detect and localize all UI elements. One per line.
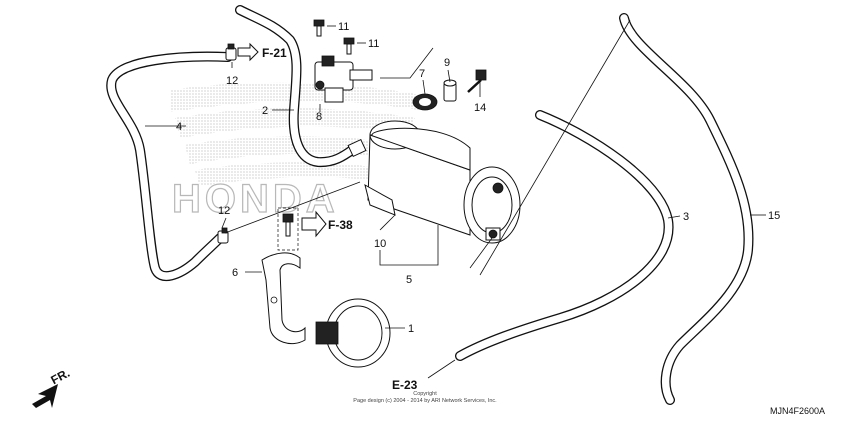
hose-4[interactable] (106, 51, 233, 282)
bolt-f38[interactable] (277, 207, 299, 251)
callout-5: 5 (406, 274, 412, 286)
clip-12-b[interactable] (217, 227, 229, 244)
callout-12-b: 12 (218, 205, 230, 217)
grommet-7[interactable] (412, 93, 438, 111)
callout-1: 1 (408, 323, 414, 335)
callout-12-a: 12 (226, 75, 238, 87)
callout-8: 8 (316, 111, 322, 123)
callout-6: 6 (232, 267, 238, 279)
front-direction-label: FR. (48, 366, 72, 387)
callout-7: 7 (419, 68, 425, 80)
callout-10: 10 (374, 238, 386, 250)
f21-arrow (237, 42, 259, 62)
copyright-line-1: Copyright (413, 391, 437, 397)
callout-14: 14 (474, 102, 486, 114)
callout-11-a: 11 (338, 21, 349, 33)
bolt-11-b[interactable] (343, 37, 355, 55)
purge-solenoid-valve[interactable] (314, 55, 373, 103)
hose-15[interactable] (619, 13, 754, 405)
callout-3: 3 (683, 211, 689, 223)
callout-2: 2 (262, 105, 268, 117)
canister-band-1[interactable] (315, 298, 391, 368)
callout-11-b: 11 (368, 38, 379, 50)
bolt-11-a[interactable] (313, 19, 325, 37)
honda-watermark-text: HONDA (172, 177, 339, 221)
bolt-14[interactable] (467, 69, 487, 93)
reference-f21[interactable]: F-21 (262, 46, 287, 60)
front-arrow-icon (32, 384, 58, 408)
reference-e23[interactable]: E-23 (392, 378, 418, 392)
callout-9: 9 (444, 57, 450, 69)
callout-15: 15 (768, 210, 780, 222)
hose-3[interactable] (455, 110, 674, 361)
diagram-code: MJN4F2600A (770, 406, 825, 416)
evap-canister[interactable] (347, 120, 521, 244)
bracket-6[interactable] (261, 252, 306, 344)
clip-12-a[interactable] (225, 43, 237, 61)
copyright-line-2: Page design (c) 2004 - 2014 by ARI Netwo… (353, 398, 497, 404)
f38-arrow (301, 210, 327, 238)
callout-4: 4 (176, 121, 182, 133)
reference-f38[interactable]: F-38 (328, 218, 353, 232)
leader-lines (145, 19, 766, 379)
collar-9[interactable] (443, 79, 457, 102)
